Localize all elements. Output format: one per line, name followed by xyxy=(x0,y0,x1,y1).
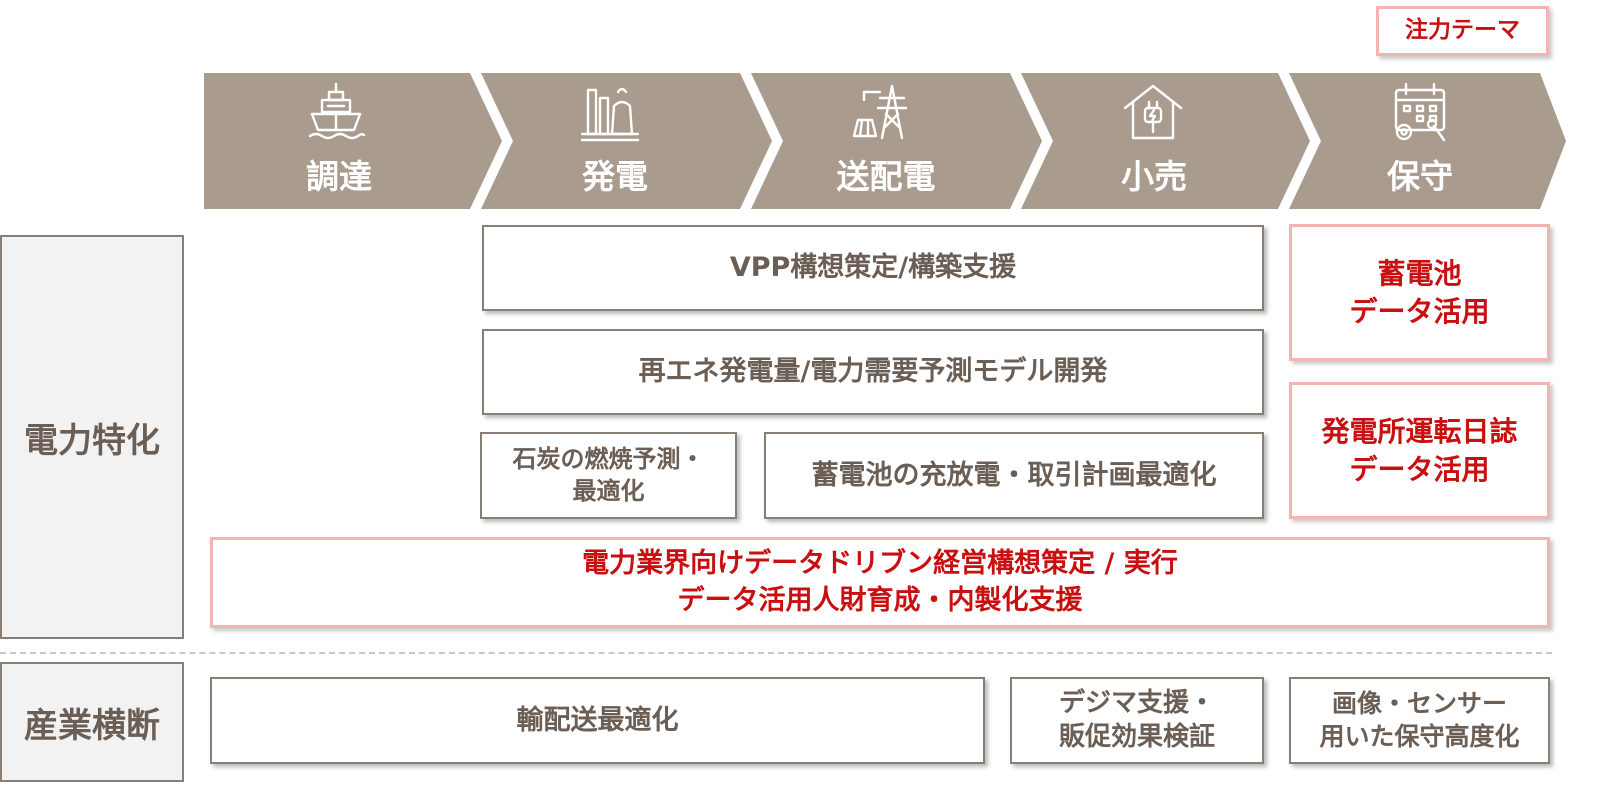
section-divider xyxy=(0,652,1552,654)
battery-plan-text: 蓄電池の充放電・取引計画最適化 xyxy=(811,459,1217,491)
image-sensor-box: 画像・センサー 用いた保守高度化 xyxy=(1289,677,1550,764)
power-plant-icon xyxy=(578,80,642,144)
calendar-gear-icon xyxy=(1388,80,1452,144)
stage-label-4: 小売 xyxy=(1121,157,1187,196)
vpp-box: VPP構想策定/構築支援 xyxy=(482,225,1264,311)
ship-icon xyxy=(304,80,368,144)
row-label-power: 電力特化 xyxy=(0,235,184,639)
row-label-cross: 産業横断 xyxy=(0,662,184,782)
chevron-stage-5 xyxy=(1289,73,1566,209)
stage-label-3: 送配電 xyxy=(836,157,936,196)
coal-box: 石炭の燃焼予測・ 最適化 xyxy=(480,432,737,519)
house-plug-icon xyxy=(1121,80,1185,144)
chevron-stage-3 xyxy=(751,73,1042,209)
stage-label-5: 保守 xyxy=(1387,157,1453,196)
strategy-box: 電力業界向けデータドリブン経営構想策定 / 実行 データ活用人財育成・内製化支援 xyxy=(210,537,1550,628)
row-label-cross-text: 産業横断 xyxy=(24,705,160,746)
digima-text: デジマ支援・ 販促効果検証 xyxy=(1058,687,1215,752)
legend-label: 注力テーマ xyxy=(1405,17,1520,44)
digima-box: デジマ支援・ 販促効果検証 xyxy=(1010,677,1264,764)
forecast-text: 再エネ発電量/電力需要予測モデル開発 xyxy=(638,356,1108,388)
vpp-text: VPP構想策定/構築支援 xyxy=(729,252,1017,284)
image-sensor-text: 画像・センサー 用いた保守高度化 xyxy=(1319,689,1520,751)
stage-label-1: 調達 xyxy=(306,157,372,196)
strategy-text: 電力業界向けデータドリブン経営構想策定 / 実行 データ活用人財育成・内製化支援 xyxy=(582,548,1178,616)
battery-plan-box: 蓄電池の充放電・取引計画最適化 xyxy=(764,432,1264,519)
battery-data-box: 蓄電池 データ活用 xyxy=(1289,224,1550,361)
logistics-box: 輸配送最適化 xyxy=(210,677,985,764)
plant-log-box: 発電所運転日誌 データ活用 xyxy=(1289,382,1550,519)
value-chain xyxy=(204,73,1566,209)
plant-log-text: 発電所運転日誌 データ活用 xyxy=(1321,414,1518,486)
focus-theme-legend: 注力テーマ xyxy=(1376,6,1549,56)
forecast-box: 再エネ発電量/電力需要予測モデル開発 xyxy=(482,329,1264,415)
transmission-tower-icon xyxy=(852,80,916,144)
chevron-stage-4 xyxy=(1021,73,1310,209)
battery-data-text: 蓄電池 データ活用 xyxy=(1349,256,1490,328)
chevron-stage-1 xyxy=(204,73,502,209)
row-label-power-text: 電力特化 xyxy=(24,420,160,461)
stage-label-2: 発電 xyxy=(582,157,648,196)
logistics-text: 輸配送最適化 xyxy=(516,704,679,736)
coal-text: 石炭の燃焼予測・ 最適化 xyxy=(512,445,705,505)
